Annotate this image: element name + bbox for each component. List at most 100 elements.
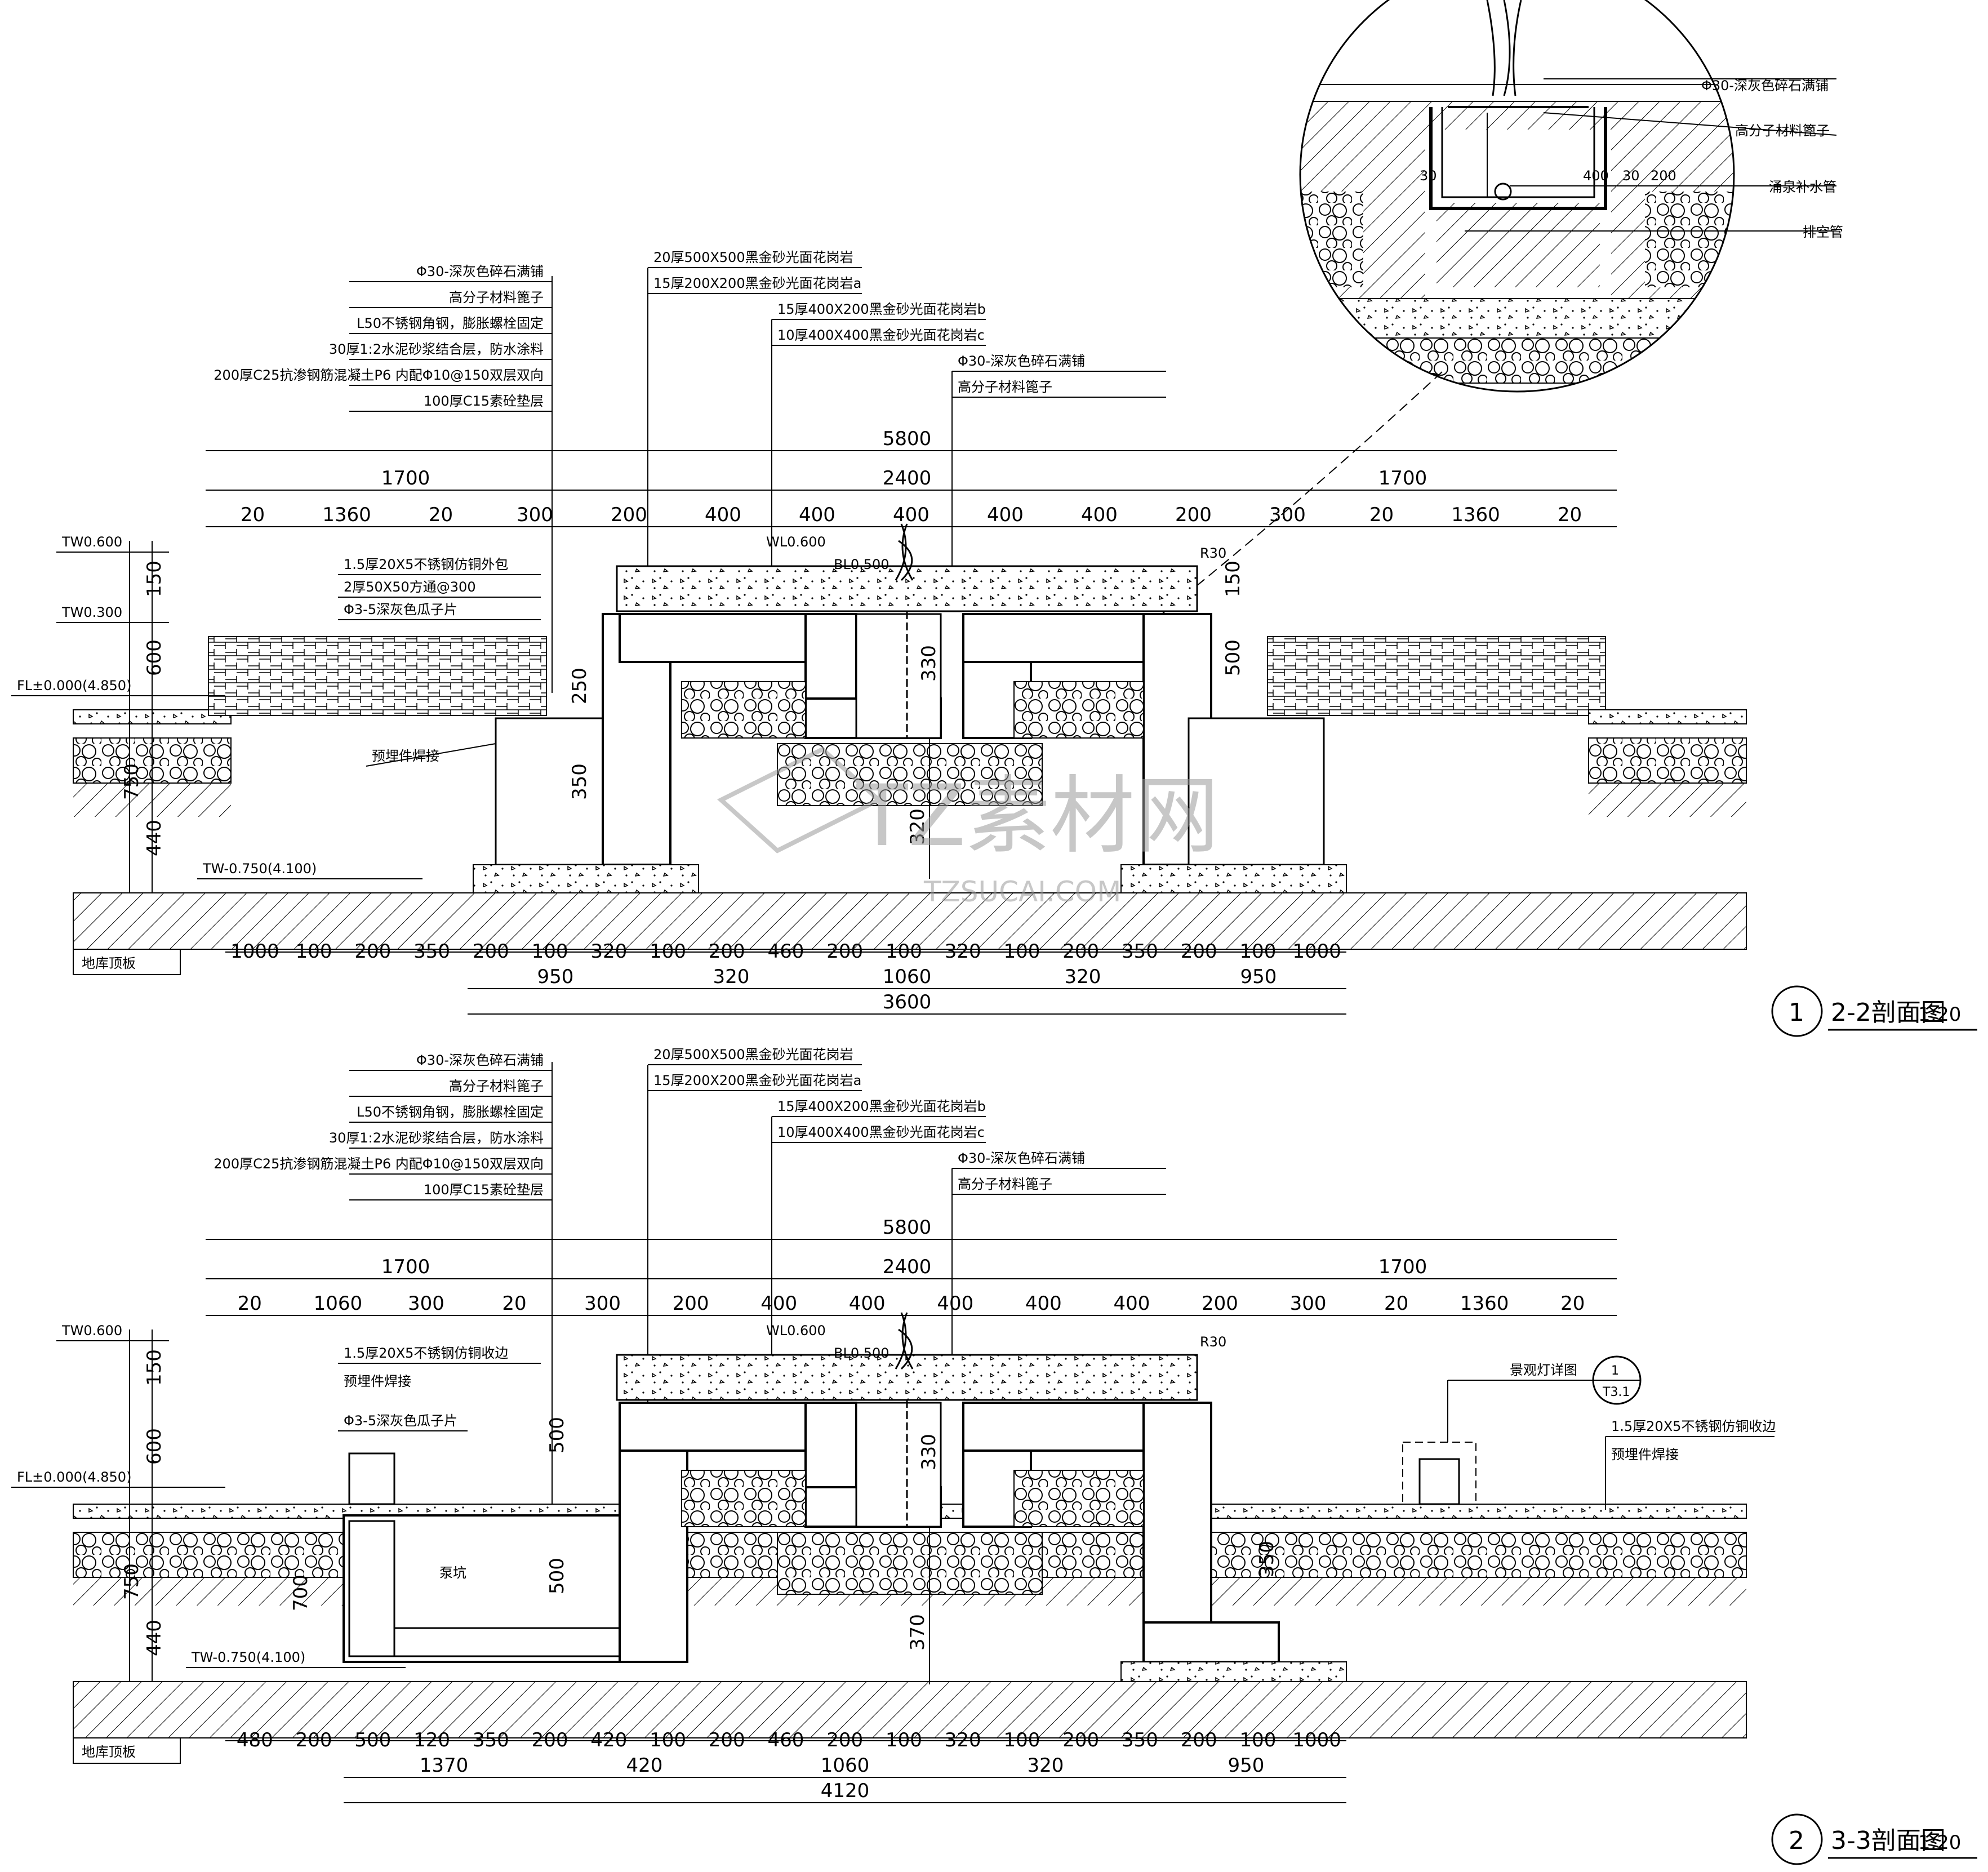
dim-text: 200 [354, 940, 391, 963]
dim-text: 420 [590, 1729, 627, 1751]
leader-label-left: 30厚1:2水泥砂浆结合层，防水涂料 [329, 341, 544, 357]
note-embedded-weld: 预埋件焊接 [344, 1373, 411, 1389]
fountain-detail: 400 30 30 200 Φ30-深灰色碎石满铺 高分子材料篦子 涌泉补水管 … [1154, 0, 1843, 620]
dim-text: 1000 [1292, 940, 1341, 963]
leader-label-right: 20厚500X500黑金砂光面花岗岩 [653, 1047, 853, 1062]
dim-text: 350 [1122, 1729, 1158, 1751]
dim-text: 120 [413, 1729, 450, 1751]
dim-text: 100 [296, 940, 332, 963]
vert-dim: 750 [121, 1563, 143, 1600]
detail-label-drain-pipe: 排空管 [1803, 224, 1843, 240]
leader-label-right: 10厚400X400黑金砂光面花岗岩c [777, 1124, 985, 1140]
section-2-2: Φ30-深灰色碎石满铺高分子材料篦子L50不锈钢角钢，膨胀螺栓固定30厚1:2水… [11, 250, 1977, 1037]
leader-right-group: 20厚500X500黑金砂光面花岗岩15厚200X200黑金砂光面花岗岩a15厚… [647, 250, 1166, 606]
detail-label-supply-pipe: 涌泉补水管 [1769, 179, 1836, 195]
leader-label-left: 100厚C15素砼垫层 [424, 393, 544, 409]
dim-text: 320 [945, 1729, 981, 1751]
level-tw0300: TW0.300 [61, 604, 122, 620]
dim-text: 20 [241, 504, 265, 526]
watermark: TZ素材网 TZSUCAI.COM [717, 746, 1219, 908]
dim-text: 20 [502, 1292, 526, 1315]
vert-dim: 440 [143, 1620, 166, 1656]
dim-left-1700: 1700 [381, 467, 430, 490]
note-embedded-weld: 预埋件焊接 [372, 748, 439, 764]
lamp-ref-sheet: T3.1 [1602, 1385, 1630, 1399]
dim-text: 350 [473, 1729, 509, 1751]
vert-dim: 700 [290, 1575, 312, 1611]
dim-text: 400 [760, 1292, 797, 1315]
watermark-text: TZ素材网 [856, 767, 1219, 865]
note-square-tube: 2厚50X50方通@300 [344, 579, 476, 595]
level-tw0600: TW0.600 [61, 534, 122, 550]
note-copper-trim-right: 1.5厚20X5不锈钢仿铜收边 [1611, 1419, 1776, 1434]
watermark-sub: TZSUCAI.COM [923, 875, 1121, 908]
dim-text: 400 [1025, 1292, 1062, 1315]
leader-label-right: 20厚500X500黑金砂光面花岗岩 [653, 250, 853, 265]
dim-text: 200 [1175, 504, 1212, 526]
dim-text: 400 [937, 1292, 973, 1315]
dim-text: 20 [1384, 1292, 1408, 1315]
dim-text: 1360 [1460, 1292, 1509, 1315]
dim-text: 320 [1028, 1754, 1064, 1777]
dim-text: 100 [532, 940, 568, 963]
level-tw-0750: TW-0.750(4.100) [202, 861, 317, 877]
dim-text: 500 [354, 1729, 391, 1751]
dim-text: 320 [945, 940, 981, 963]
dim-text: 1360 [322, 504, 371, 526]
dim-text: 200 [1181, 940, 1217, 963]
dim-text: 200 [826, 940, 863, 963]
leader-label-left: 200厚C25抗渗钢筋混凝土P6 内配Φ10@150双层双向 [214, 1156, 544, 1172]
section-title: 3-3剖面图 [1831, 1826, 1946, 1855]
dim-center-2400: 2400 [883, 1256, 932, 1278]
note-pump-pit: 泵坑 [439, 1565, 466, 1581]
level-bl: BL0.500 [834, 557, 890, 572]
leader-label-right: 15厚400X200黑金砂光面花岗岩b [777, 301, 986, 317]
dim-text: 480 [237, 1729, 273, 1751]
detail-dim: 400 [1583, 168, 1609, 184]
detail-dim: 200 [1651, 168, 1676, 184]
dim-text: 1000 [1292, 1729, 1341, 1751]
dim-text: 1060 [821, 1754, 870, 1777]
vert-dim: 150 [143, 561, 166, 597]
dim-text: 300 [408, 1292, 444, 1315]
detail-dims: 400 30 30 200 [1420, 168, 1676, 184]
leader-label-right: Φ30-深灰色碎石满铺 [958, 1150, 1085, 1166]
leader-label-left: L50不锈钢角钢，膨胀螺栓固定 [357, 315, 544, 331]
dim-text: 350 [1122, 940, 1158, 963]
leader-label-left: 30厚1:2水泥砂浆结合层，防水涂料 [329, 1130, 544, 1146]
leader-label-left: Φ30-深灰色碎石满铺 [416, 1052, 544, 1068]
dim-text: 200 [1181, 1729, 1217, 1751]
dim-text: 300 [1269, 504, 1306, 526]
vert-dim: 350 [1256, 1541, 1278, 1577]
dim-text: 200 [673, 1292, 709, 1315]
vert-dim: 500 [1222, 639, 1244, 676]
dim-text: 1060 [314, 1292, 363, 1315]
leader-label-left: L50不锈钢角钢，膨胀螺栓固定 [357, 1104, 544, 1120]
leader-label-right: 15厚200X200黑金砂光面花岗岩a [653, 1073, 861, 1088]
dim-text: 400 [705, 504, 741, 526]
dim-bottom-total: 3600 [883, 991, 932, 1013]
dim-text: 400 [1113, 1292, 1150, 1315]
vert-dim: 600 [143, 639, 166, 676]
dim-text: 100 [886, 1729, 922, 1751]
vert-dim: 330 [918, 645, 940, 682]
vert-dim: 150 [143, 1349, 166, 1386]
section-title: 2-2剖面图 [1831, 998, 1946, 1027]
dim-text: 200 [611, 504, 647, 526]
dim-text: 400 [849, 1292, 886, 1315]
leader-label-left: 100厚C15素砼垫层 [424, 1182, 544, 1198]
section-scale: 1:20 [1918, 1003, 1961, 1026]
note-gravel-chips: Φ3-5深灰色瓜子片 [344, 602, 457, 617]
vert-dim: 150 [1222, 561, 1244, 597]
detail-dim: 30 [1622, 168, 1640, 184]
section-3-3: Φ30-深灰色碎石满铺高分子材料篦子L50不锈钢角钢，膨胀螺栓固定30厚1:2水… [11, 1047, 1977, 1865]
dim-text: 320 [590, 940, 627, 963]
leader-label-right: Φ30-深灰色碎石满铺 [958, 353, 1085, 369]
dim-total: 5800 [883, 428, 932, 450]
dim-text: 300 [517, 504, 553, 526]
dim-left-1700: 1700 [381, 1256, 430, 1278]
dim-right-1700: 1700 [1378, 467, 1427, 490]
detail-dim: 30 [1420, 168, 1437, 184]
dim-text: 20 [1369, 504, 1394, 526]
leader-label-right: 10厚400X400黑金砂光面花岗岩c [777, 327, 985, 343]
